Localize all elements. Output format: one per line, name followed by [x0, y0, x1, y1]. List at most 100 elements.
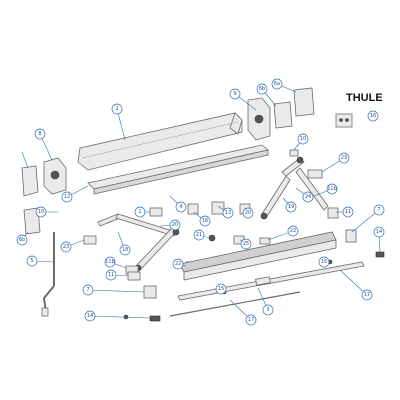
svg-text:16: 16 [370, 113, 376, 119]
svg-text:23: 23 [63, 244, 69, 250]
callout-6a-top: 6a [271, 78, 283, 90]
callout-15-right: 15 [318, 256, 330, 268]
svg-text:14: 14 [376, 229, 382, 235]
callout-22-mid: 22 [287, 225, 299, 237]
callout-5: 5 [26, 255, 38, 267]
tension-rail-17 [169, 291, 301, 317]
svg-text:20: 20 [245, 210, 251, 216]
callout-9: 9 [229, 88, 241, 100]
callout-10-right: 10 [297, 133, 309, 145]
svg-text:8: 8 [38, 131, 41, 137]
part-7-left [143, 285, 157, 299]
svg-text:22: 22 [290, 228, 296, 234]
left-cover-6b [23, 207, 41, 235]
svg-text:4: 4 [179, 204, 182, 210]
cover-23-left [83, 235, 97, 245]
svg-text:7: 7 [377, 207, 380, 213]
left-end-cap [43, 157, 67, 195]
callout-7-left: 7 [82, 284, 94, 296]
svg-text:11b: 11b [105, 259, 115, 265]
svg-text:11b: 11b [327, 186, 337, 192]
callout-2: 2 [111, 103, 123, 115]
callout-1: 1 [134, 206, 146, 218]
callout-6b-top: 6b [256, 83, 268, 95]
callout-11-left: 11 [105, 269, 117, 281]
part-16-mid [187, 203, 199, 215]
svg-text:9: 9 [233, 91, 236, 97]
callout-12: 12 [61, 191, 73, 203]
callout-20-mid: 20 [242, 207, 254, 219]
callout-10-left: 10 [35, 206, 47, 218]
callout-17-bottom: 17 [245, 314, 257, 326]
callout-15-mid: 15 [215, 283, 227, 295]
svg-text:11: 11 [108, 272, 114, 278]
svg-text:23: 23 [341, 155, 347, 161]
callout-11-right: 11 [342, 206, 354, 218]
svg-text:12: 12 [64, 194, 70, 200]
svg-text:22: 22 [175, 261, 181, 267]
svg-text:3: 3 [266, 307, 269, 313]
part-11-right [327, 207, 339, 219]
callout-22-left: 22 [172, 258, 184, 270]
svg-text:21: 21 [196, 232, 202, 238]
callout-16-mid: 16 [199, 215, 211, 227]
callout-25: 25 [240, 238, 252, 250]
svg-text:24: 24 [305, 194, 311, 200]
callout-17-right: 17 [361, 289, 373, 301]
svg-text:20: 20 [172, 222, 178, 228]
callout-23-right: 23 [338, 152, 350, 164]
right-arm [260, 156, 329, 220]
svg-text:19: 19 [288, 204, 294, 210]
part-11-left [127, 271, 141, 281]
callout-7-right: 7 [373, 204, 385, 216]
svg-text:1: 1 [138, 209, 141, 215]
callout-16: 16 [367, 110, 379, 122]
front-bar [179, 231, 337, 281]
callout-14-right: 14 [373, 226, 385, 238]
callout-6b-left: 6b [16, 234, 28, 246]
callout-8: 8 [34, 128, 46, 140]
part-7-right [345, 229, 357, 243]
left-arm [97, 213, 180, 272]
right-end-cap [247, 97, 271, 141]
svg-text:17: 17 [248, 317, 254, 323]
svg-text:6b: 6b [19, 237, 25, 243]
cover-23-right [307, 169, 323, 179]
svg-text:14: 14 [87, 313, 93, 319]
svg-text:10: 10 [38, 209, 44, 215]
callouts: 2 9 6b 16 6a 8 10 23 11b 12 10 1 4 16 13… [16, 78, 385, 326]
hardware-kit-16 [335, 113, 353, 128]
callout-11b-right: 11b [326, 183, 338, 195]
part-22-mid [259, 237, 271, 245]
crank-handle [41, 232, 55, 317]
bracket-10-right [289, 149, 299, 157]
svg-text:7: 7 [86, 287, 89, 293]
svg-text:18: 18 [122, 247, 128, 253]
callout-19: 19 [285, 201, 297, 213]
svg-text:11: 11 [345, 209, 351, 215]
cassette-housing [77, 112, 243, 171]
svg-text:10: 10 [300, 136, 306, 142]
svg-text:16: 16 [202, 218, 208, 224]
brand-logo: THULE [346, 92, 383, 104]
callout-14-left: 14 [84, 310, 96, 322]
svg-text:25: 25 [243, 241, 249, 247]
callout-18: 18 [119, 244, 131, 256]
svg-text:6b: 6b [259, 86, 265, 92]
right-cover-6a [293, 87, 315, 117]
callout-3: 3 [262, 304, 274, 316]
svg-text:15: 15 [321, 259, 327, 265]
part-14-left [149, 315, 161, 322]
svg-text:5: 5 [30, 258, 33, 264]
lower-profile [87, 144, 269, 195]
svg-text:2: 2 [115, 106, 118, 112]
svg-text:6a: 6a [274, 81, 280, 87]
callout-13: 13 [222, 207, 234, 219]
leader-lines [21, 83, 381, 321]
svg-text:15: 15 [218, 286, 224, 292]
callout-24: 24 [302, 191, 314, 203]
part-1 [149, 207, 163, 217]
callout-11b-left: 11b [104, 256, 116, 268]
part-14-right [375, 251, 385, 258]
